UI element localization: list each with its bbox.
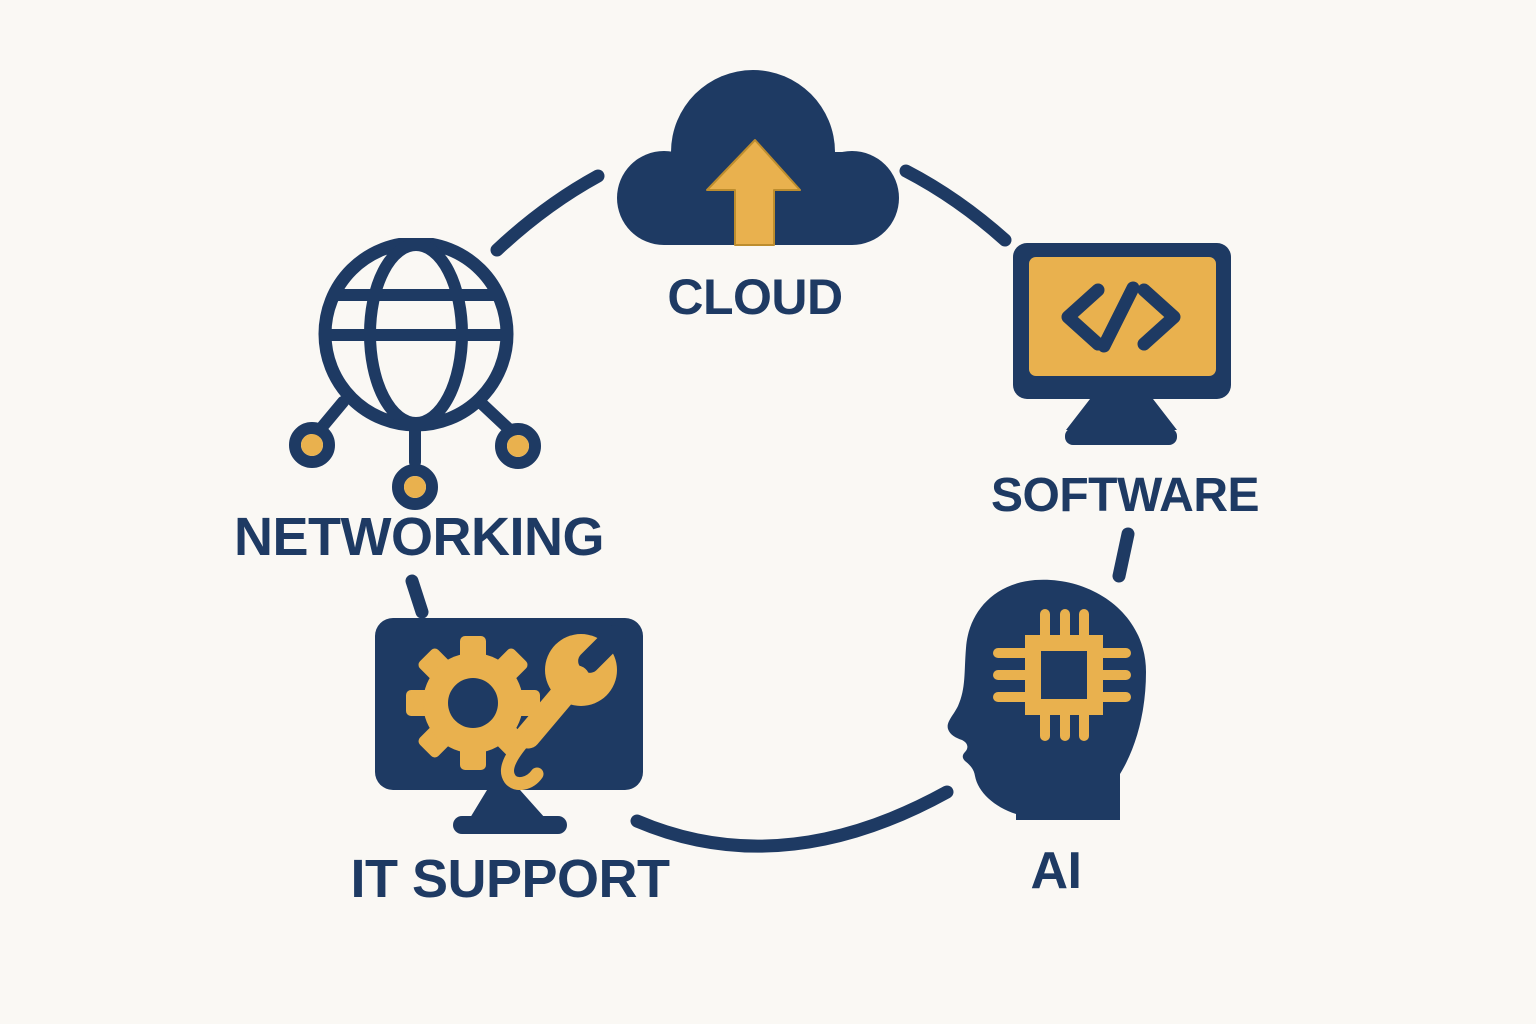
globe-network-icon — [289, 238, 541, 510]
wrench-gear-monitor-icon — [375, 618, 643, 834]
connector-networking-itsupport — [405, 574, 429, 619]
connector-cloud-software — [899, 164, 1012, 247]
network-node-icon — [495, 423, 541, 469]
network-node-icon — [392, 464, 438, 510]
network-node-icon — [289, 422, 335, 468]
connector-software-ai — [1112, 527, 1135, 583]
networking-label: NETWORKING — [234, 507, 604, 567]
chip-icon — [993, 609, 1131, 741]
connector-ai-itsupport — [630, 785, 954, 853]
wrench-icon — [500, 625, 626, 791]
it-support-label: IT SUPPORT — [350, 849, 670, 909]
connector-networking-cloud — [490, 169, 605, 257]
upload-arrow-icon — [706, 139, 801, 246]
cloud-upload-icon — [617, 70, 899, 246]
gear-icon — [406, 636, 540, 770]
ai-label: AI — [1030, 842, 1083, 900]
head-chip-icon — [947, 579, 1146, 820]
cloud-label: CLOUD — [667, 269, 843, 325]
code-monitor-icon — [1013, 243, 1231, 445]
software-label: SOFTWARE — [991, 469, 1260, 522]
code-brackets-icon — [1061, 283, 1105, 351]
